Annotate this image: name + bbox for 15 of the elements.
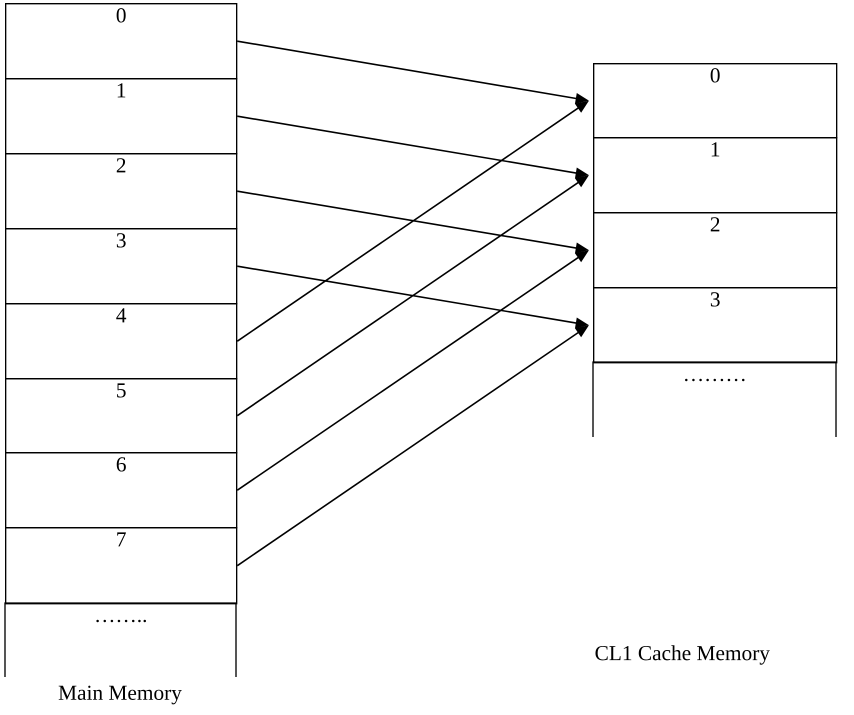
- memory-cell: 3: [593, 287, 838, 364]
- memory-cell: 0: [593, 63, 838, 138]
- memory-cell: ………: [592, 361, 837, 437]
- memory-cell: 0: [5, 3, 238, 80]
- memory-cell: 4: [5, 303, 238, 380]
- memory-cell: 1: [5, 78, 238, 154]
- memory-cell: 5: [5, 378, 238, 454]
- memory-cell: 2: [593, 212, 838, 288]
- memory-cell: 1: [593, 137, 838, 214]
- memory-cell: ……..: [4, 602, 237, 677]
- column-caption: CL1 Cache Memory: [595, 645, 770, 665]
- memory-cell: 2: [5, 153, 238, 230]
- memory-cell: 7: [5, 527, 238, 604]
- memory-cell: 6: [5, 452, 238, 528]
- memory-cell: 3: [5, 228, 238, 304]
